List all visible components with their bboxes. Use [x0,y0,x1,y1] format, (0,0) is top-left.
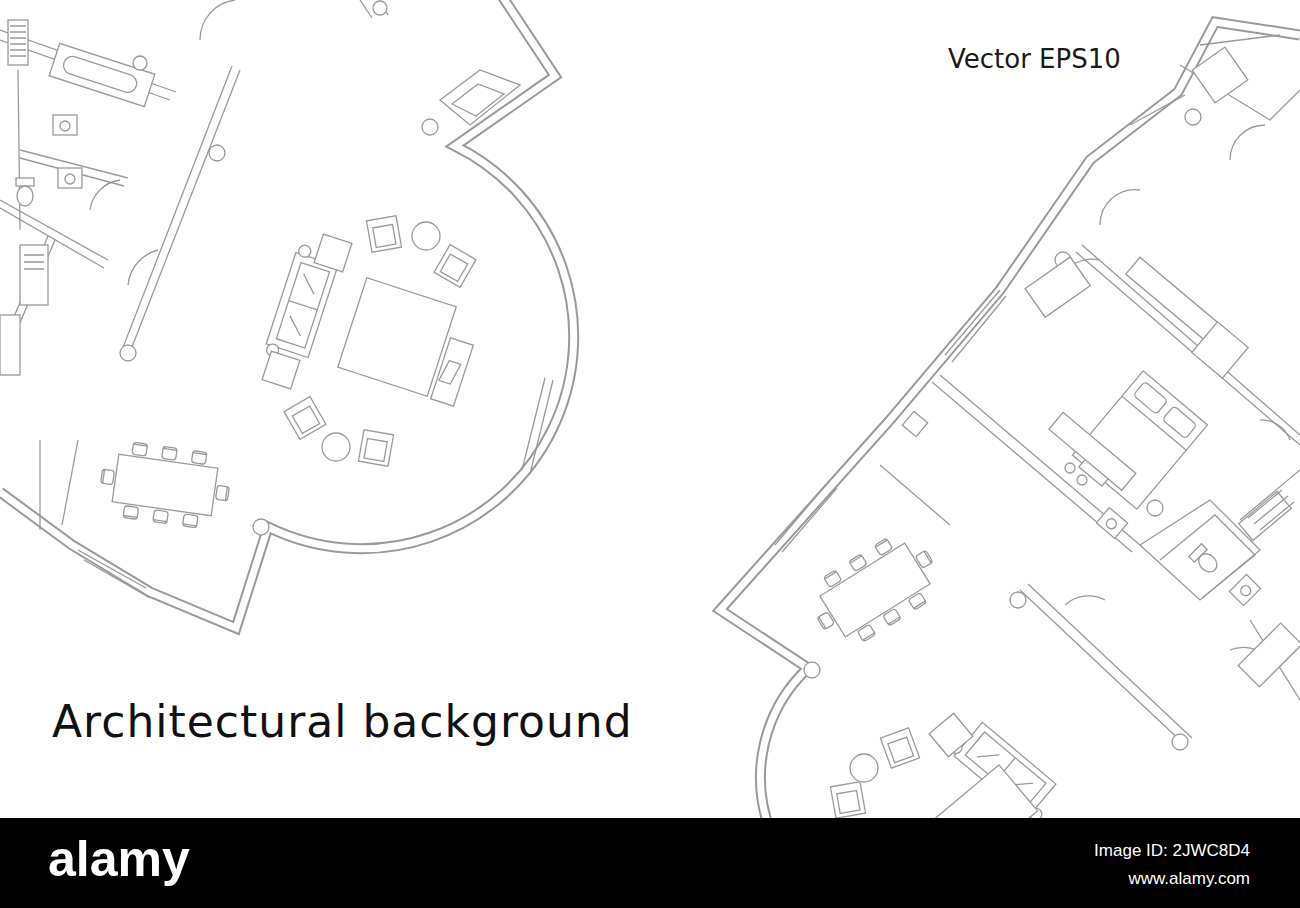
watermark-bar [0,818,1300,908]
watermark-logo: alamy [48,834,190,884]
title: Architectural background [52,700,633,744]
watermark-url: www.alamy.com [1128,870,1250,887]
image-id: Image ID: 2JWC8D4 [1094,842,1250,859]
format-note: Vector EPS10 [948,46,1121,72]
